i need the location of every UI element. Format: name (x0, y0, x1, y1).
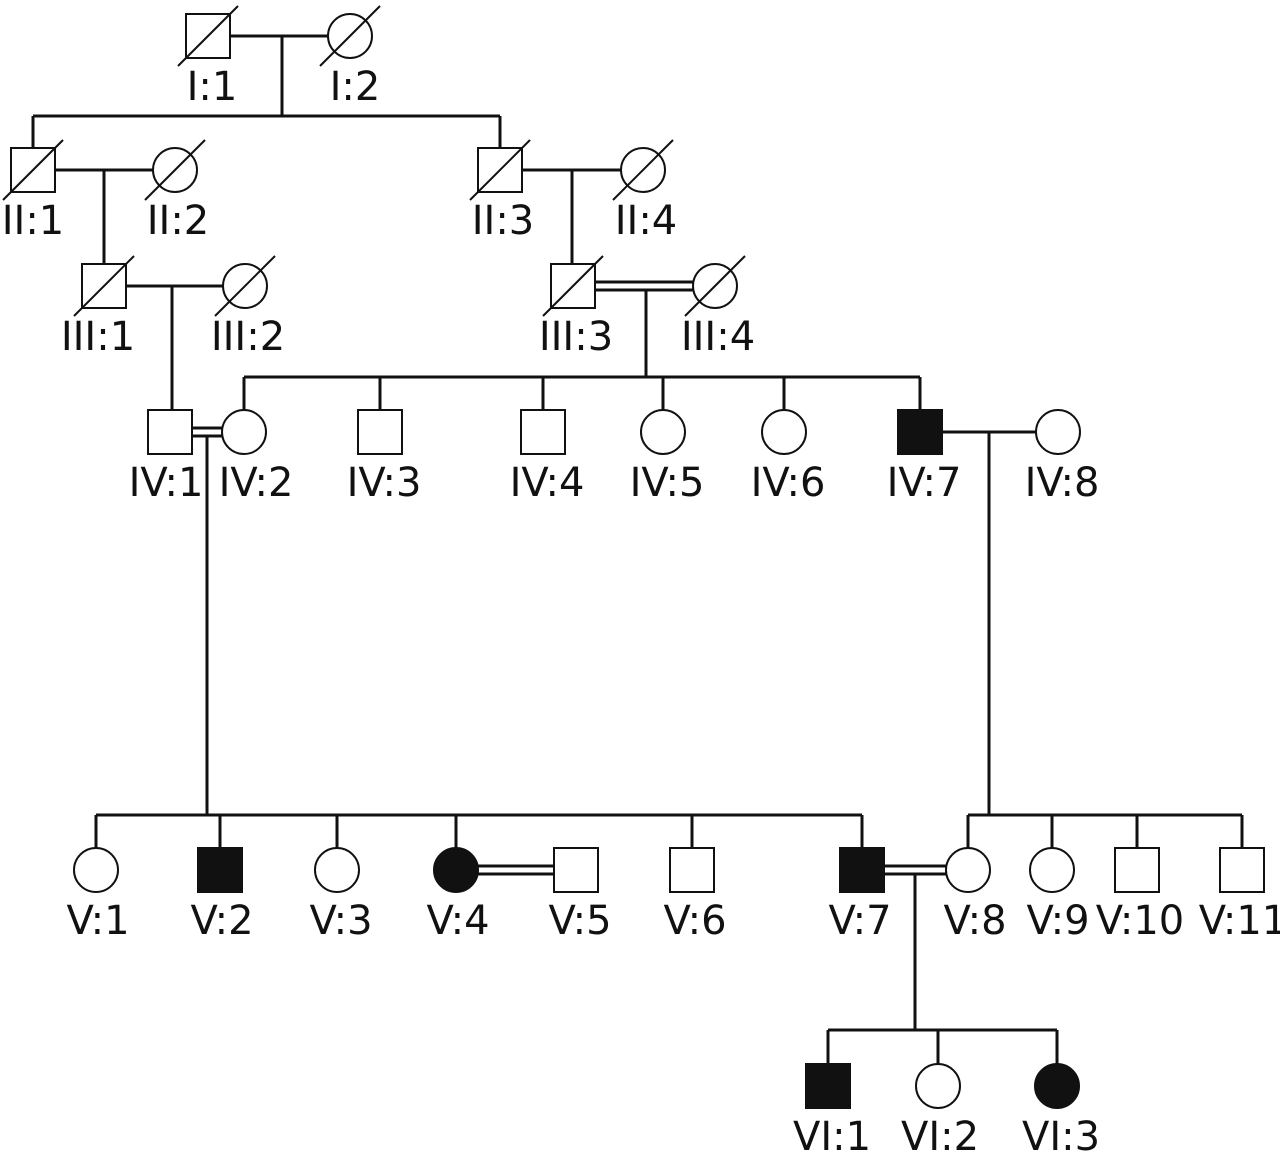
unaffected-male-symbol-v-10 (1114, 847, 1160, 893)
affected-male-symbol-v-7 (839, 847, 885, 893)
individual-label-v-3: V:3 (309, 898, 372, 944)
individual-label-iv-4: IV:4 (510, 460, 585, 506)
individual-label-iv-3: IV:3 (347, 460, 422, 506)
deceased-slash-iii-2 (214, 255, 276, 317)
deceased-slash-iii-1 (73, 255, 135, 317)
deceased-slash-iii-4 (684, 255, 746, 317)
individual-label-v-5: V:5 (548, 898, 611, 944)
individual-label-v-4: V:4 (426, 898, 489, 944)
affected-male-symbol-iv-7 (897, 409, 943, 455)
individual-label-v-6: V:6 (663, 898, 726, 944)
individual-label-iii-2: III:2 (211, 314, 285, 360)
deceased-slash-i-1 (177, 5, 239, 67)
individual-label-ii-1: II:1 (2, 198, 65, 244)
unaffected-male-symbol-iv-4 (520, 409, 566, 455)
individual-label-vi-3: VI:3 (1022, 1114, 1100, 1157)
unaffected-female-symbol-v-9 (1029, 847, 1075, 893)
deceased-slash-i-2 (319, 5, 381, 67)
unaffected-female-symbol-v-1 (73, 847, 119, 893)
individual-label-i-2: I:2 (330, 64, 381, 110)
individual-label-iv-1: IV:1 (129, 460, 204, 506)
individual-label-ii-4: II:4 (615, 198, 678, 244)
individual-label-iv-6: IV:6 (751, 460, 826, 506)
individual-label-v-1: V:1 (66, 898, 129, 944)
unaffected-female-symbol-iv-6 (761, 409, 807, 455)
deceased-slash-ii-1 (2, 139, 64, 201)
individual-label-i-1: I:1 (187, 64, 238, 110)
individual-label-iii-3: III:3 (539, 314, 613, 360)
individual-label-ii-3: II:3 (472, 198, 535, 244)
unaffected-female-symbol-iv-2 (221, 409, 267, 455)
unaffected-male-symbol-v-5 (553, 847, 599, 893)
individual-label-vi-1: VI:1 (793, 1114, 871, 1157)
pedigree-lines (31, 34, 1244, 1064)
individual-label-iv-7: IV:7 (887, 460, 962, 506)
unaffected-female-symbol-v-8 (945, 847, 991, 893)
deceased-slash-ii-3 (469, 139, 531, 201)
unaffected-female-symbol-v-3 (314, 847, 360, 893)
individual-label-v-11: V:11 (1199, 898, 1280, 944)
affected-female-symbol-v-4 (433, 847, 479, 893)
unaffected-female-symbol-iv-5 (640, 409, 686, 455)
individual-label-v-8: V:8 (943, 898, 1006, 944)
individual-label-v-7: V:7 (828, 898, 891, 944)
unaffected-male-symbol-v-6 (669, 847, 715, 893)
individual-label-v-2: V:2 (190, 898, 253, 944)
unaffected-female-symbol-vi-2 (915, 1063, 961, 1109)
unaffected-male-symbol-iv-1 (147, 409, 193, 455)
affected-female-symbol-vi-3 (1034, 1063, 1080, 1109)
affected-male-symbol-v-2 (197, 847, 243, 893)
individual-label-iii-1: III:1 (61, 314, 135, 360)
individual-label-v-10: V:10 (1096, 898, 1184, 944)
individual-label-iv-2: IV:2 (219, 460, 294, 506)
unaffected-male-symbol-v-11 (1219, 847, 1265, 893)
individual-label-iii-4: III:4 (681, 314, 755, 360)
individual-label-iv-5: IV:5 (630, 460, 705, 506)
individual-label-vi-2: VI:2 (901, 1114, 979, 1157)
pedigree-individuals (2, 5, 1265, 1109)
deceased-slash-ii-2 (144, 139, 206, 201)
unaffected-male-symbol-iv-3 (357, 409, 403, 455)
affected-male-symbol-vi-1 (805, 1063, 851, 1109)
unaffected-female-symbol-iv-8 (1035, 409, 1081, 455)
individual-label-iv-8: IV:8 (1025, 460, 1100, 506)
individual-label-v-9: V:9 (1026, 898, 1089, 944)
deceased-slash-ii-4 (612, 139, 674, 201)
deceased-slash-iii-3 (542, 255, 604, 317)
individual-label-ii-2: II:2 (147, 198, 210, 244)
